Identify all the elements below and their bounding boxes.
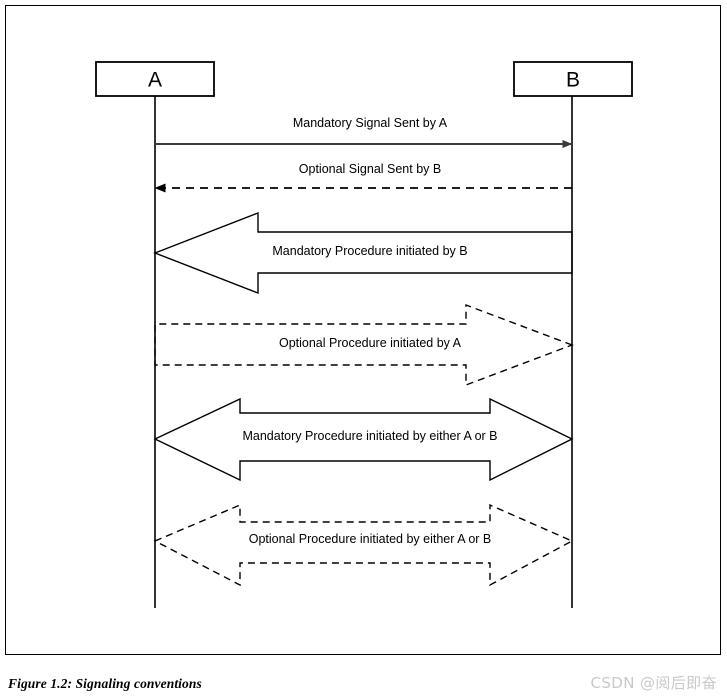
participant-box-A[interactable] — [95, 61, 215, 97]
message-label-mandatory-procedure-either: Mandatory Procedure initiated by either … — [242, 429, 497, 443]
message-optional-procedure-a: Optional Procedure initiated by A — [154, 303, 574, 387]
messages-group: Mandatory Signal Sent by A Optional Signa… — [153, 116, 574, 587]
message-label-optional-procedure-a: Optional Procedure initiated by A — [279, 336, 462, 350]
participant-box-B[interactable] — [513, 61, 633, 97]
message-label-mandatory-procedure-b: Mandatory Procedure initiated by B — [272, 244, 467, 258]
procedure-arrow-mandatory-procedure-b — [153, 211, 573, 295]
participant-label-A: A — [148, 69, 162, 92]
message-label-optional-procedure-either: Optional Procedure initiated by either A… — [249, 532, 492, 546]
message-mandatory-signal-a: Mandatory Signal Sent by A — [155, 116, 573, 148]
message-label-mandatory-signal-a: Mandatory Signal Sent by A — [293, 116, 448, 130]
procedure-arrow-mandatory-procedure-either — [153, 397, 574, 482]
message-mandatory-procedure-either: Mandatory Procedure initiated by either … — [153, 397, 574, 482]
participant-label-B: B — [566, 69, 580, 92]
message-label-optional-signal-b: Optional Signal Sent by B — [299, 162, 441, 176]
figure-frame — [5, 5, 721, 655]
message-optional-signal-b: Optional Signal Sent by B — [154, 162, 572, 193]
csdn-watermark: CSDN @阅后即奋 — [590, 674, 717, 692]
message-optional-procedure-either: Optional Procedure initiated by either A… — [153, 503, 574, 587]
figure-caption: Figure 1.2: Signaling conventions — [8, 676, 202, 691]
message-mandatory-procedure-b: Mandatory Procedure initiated by B — [153, 211, 573, 295]
